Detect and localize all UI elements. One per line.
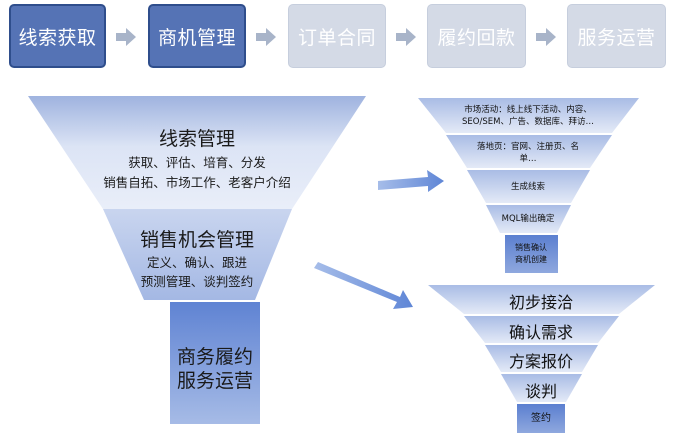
stem-line-2: 服务运营 [176,370,253,392]
lead-management-title: 线索管理 [158,128,235,150]
sales-stage-label-4: 谈判 [524,382,557,401]
sales-funnel-stage-3 [485,345,598,372]
sales-funnel-stage-4 [501,374,582,402]
process-step-order-contract[interactable]: 订单合同 [288,4,386,68]
sales-funnel-stem [517,404,565,433]
process-step-service-operation[interactable]: 服务运营 [567,4,666,68]
lead-funnel-level-3 [467,170,590,203]
sales-stage-label-3: 方案报价 [508,352,573,371]
sales-funnel-stem-label: 签约 [531,413,551,424]
lead-funnel-level-3: 生成线索 [510,182,545,192]
sales-funnel-stage-2 [464,316,619,343]
sales-stage-label-2: 确认需求 [508,323,573,342]
lead-funnel-stem [505,235,558,273]
lead-management-line-1: 获取、评估、培育、分发 [128,155,266,170]
lead-funnel-level-4: MQL输出确定 [501,214,555,224]
lead-funnel-level-2 [446,135,612,168]
opportunity-management-line-2: 预测管理、谈判签约 [140,274,254,289]
lead-funnel-stem-line-2: 商机创建 [515,255,547,264]
process-step-fulfillment-collection[interactable]: 履约回款 [427,4,526,68]
chevron-right-icon [116,28,136,46]
stem-line-1: 商务履约 [176,346,253,368]
opportunity-management-line-1: 定义、确认、跟进 [146,255,247,270]
sales-stage-label-1: 初步接洽 [508,293,573,312]
lead-funnel-stem-line-1: 销售确认 [515,243,547,252]
sales-funnel-stage-1 [428,285,655,314]
funnel-stem [170,302,260,424]
funnel-opportunity-section [103,209,292,300]
arrow-to-sales-funnel [314,262,413,309]
lead-funnel-level-1-line-2: SEO/SEM、广告、数据库、拜访… [462,117,594,127]
arrow-to-lead-funnel [378,170,444,192]
lead-funnel-level-2-line-2: 单… [519,154,537,164]
funnel-lead-management-section [28,96,366,209]
chevron-right-icon [396,28,416,46]
opportunity-management-title: 销售机会管理 [139,229,254,251]
chevron-right-icon [256,28,276,46]
process-step-opportunity-management[interactable]: 商机管理 [148,4,246,68]
lead-funnel-level-1 [418,98,639,133]
lead-funnel-level-1-line-1: 市场活动：线上线下活动、内容、 [464,105,592,115]
chevron-right-icon [536,28,556,46]
lead-funnel-level-4 [486,205,571,233]
lead-management-line-2: 销售自拓、市场工作、老客户介绍 [103,175,291,190]
lead-funnel-level-2-line-1: 落地页：官网、注册页、名 [476,142,579,152]
process-step-lead-acquisition[interactable]: 线索获取 [9,4,106,68]
